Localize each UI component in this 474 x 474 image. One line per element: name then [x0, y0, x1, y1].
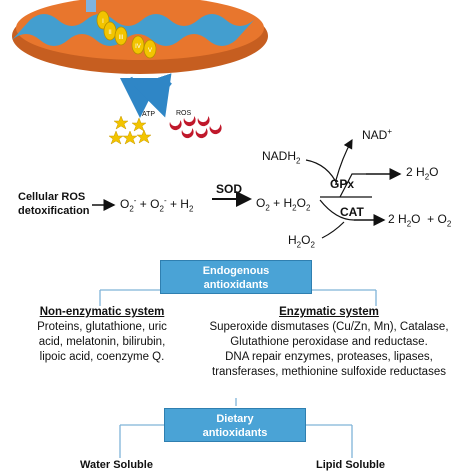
atp-star-4	[122, 130, 138, 145]
ros-crescent-5	[195, 128, 208, 139]
ros-crescent-2	[183, 116, 196, 127]
mito-crista	[12, 14, 254, 46]
atp-label: ATP	[142, 111, 156, 118]
enzymatic-line: DNA repair enzymes, proteases, lipases,	[225, 351, 433, 363]
h2o2-curve	[321, 221, 345, 239]
ros-crescent-4	[181, 128, 194, 139]
complex-iii-label: III	[118, 35, 123, 41]
dietary-box-line2: antioxidants	[202, 427, 268, 439]
mitochondrion	[12, 0, 268, 74]
atp-star-2	[131, 117, 147, 132]
atp-star-3	[108, 130, 124, 145]
enzymatic-block: Enzymatic system Superoxide dismutases (…	[190, 305, 468, 380]
endogenous-box: Endogenous antioxidants	[160, 260, 312, 294]
nadh-curve	[305, 159, 339, 187]
gpx-label: GPx	[330, 177, 355, 191]
products: O2 + H2O2	[256, 196, 311, 213]
nonenzymatic-line: acid, melatonin, bilirubin,	[38, 336, 166, 348]
cat-product: 2 H2O + O2	[388, 212, 452, 229]
ros-crescents	[169, 116, 222, 139]
cellular-ros-line1: Cellular ROS	[18, 191, 86, 203]
gpx-product: 2 H2O	[406, 165, 439, 182]
cellular-ros-line2: detoxification	[18, 205, 90, 217]
nonenzymatic-title: Non-enzymatic system	[39, 306, 165, 318]
atp-arrow	[119, 76, 160, 118]
nad-curve	[335, 138, 353, 181]
nad-label: NAD+	[362, 127, 393, 142]
enzymatic-line: Glutathione peroxidase and reductase.	[230, 336, 428, 348]
ros-label: ROS	[176, 110, 192, 117]
complex-v-label: V	[148, 48, 152, 54]
enzymatic-line: Superoxide dismutases (Cu/Zn, Mn), Catal…	[209, 321, 449, 333]
gpx-branch-stroke	[339, 173, 366, 198]
cat-label: CAT	[340, 205, 364, 219]
complex-ii-label: II	[108, 30, 112, 36]
cat-curve	[319, 199, 355, 221]
ros-crescent-3	[197, 116, 210, 127]
complex-v-marker	[143, 39, 157, 59]
input-arrow-stem	[86, 0, 96, 12]
h2o2-label: H2O2	[288, 233, 315, 250]
dietary-box: Dietary antioxidants	[164, 408, 306, 442]
complex-markers	[96, 10, 157, 59]
nonenzymatic-line: lipoic acid, coenzyme Q.	[39, 351, 165, 363]
ros-crescent-6	[209, 124, 222, 135]
water-soluble-label: Water Soluble	[80, 459, 153, 471]
complex-iii-marker	[114, 26, 128, 46]
atp-stars	[108, 115, 152, 145]
complex-iv-marker	[131, 35, 145, 55]
ros-arrow	[133, 73, 172, 118]
reactants: O2- + O2- + H2	[120, 196, 194, 214]
enzymatic-line: transferases, methionine sulfoxide reduc…	[212, 366, 446, 378]
sod-label: SOD	[216, 182, 243, 196]
ros-crescent-1	[169, 120, 182, 131]
complex-i-label: I	[102, 19, 104, 25]
nonenzymatic-line: Proteins, glutathione, uric	[37, 321, 167, 333]
nonenzymatic-block: Non-enzymatic system Proteins, glutathio…	[26, 305, 178, 365]
lipid-soluble-label: Lipid Soluble	[316, 459, 386, 471]
dietary-box-line1: Dietary	[216, 413, 254, 425]
atp-star-5	[136, 129, 152, 144]
atp-star-1	[113, 115, 129, 130]
endogenous-box-line1: Endogenous	[202, 265, 270, 277]
endogenous-box-line2: antioxidants	[203, 279, 269, 291]
enzymatic-title: Enzymatic system	[279, 306, 379, 318]
complex-iv-label: IV	[135, 44, 141, 50]
nadh-label: NADH2	[262, 149, 301, 166]
